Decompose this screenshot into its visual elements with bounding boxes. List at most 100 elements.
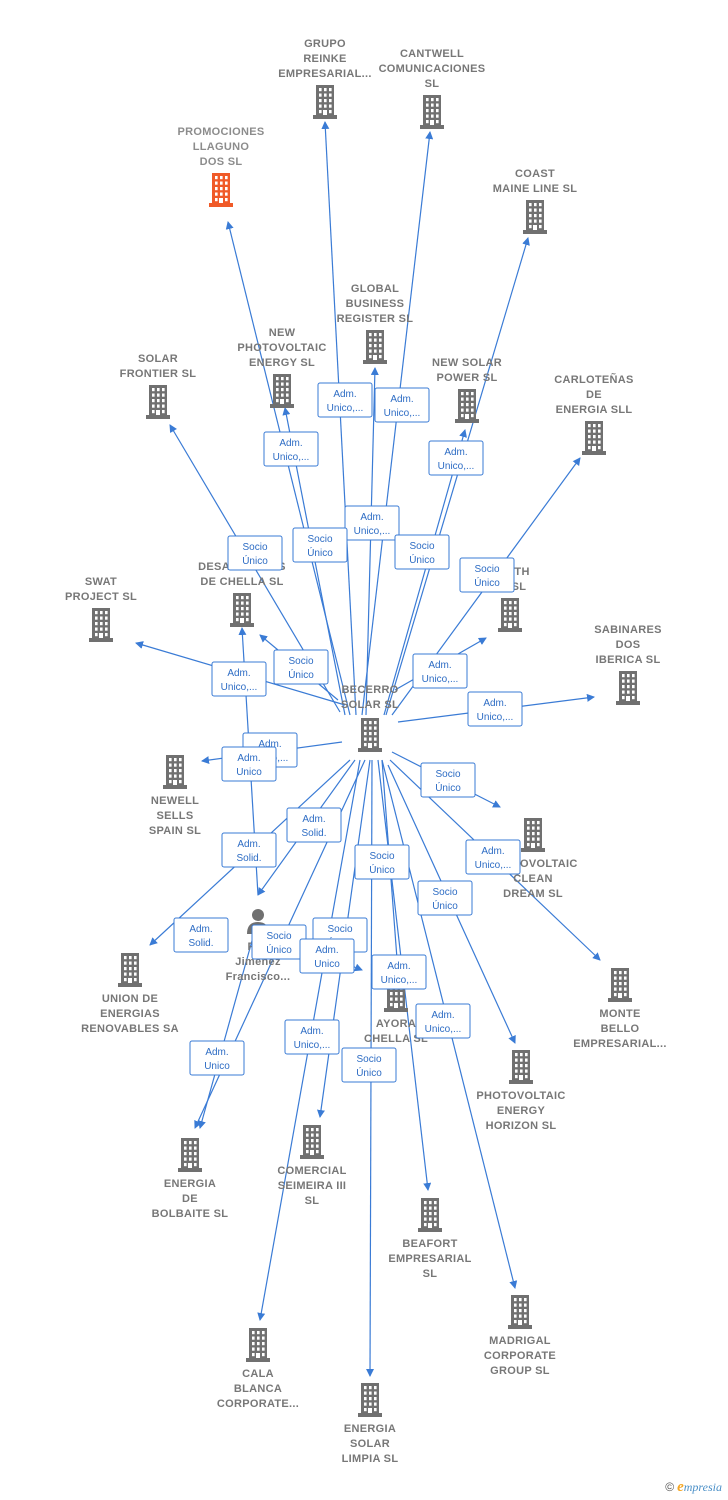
edge-role-text: Único bbox=[266, 943, 292, 956]
edge-role-text: Unico,... bbox=[425, 1024, 462, 1035]
building-icon bbox=[582, 421, 606, 455]
node-label-line: ENERGY bbox=[497, 1105, 546, 1117]
edge-role-label[interactable]: Adm.Unico,... bbox=[263, 431, 319, 467]
edge-role-text: Unico,... bbox=[221, 682, 258, 693]
edge-role-text: Solid. bbox=[236, 853, 261, 864]
node-label-line: SOLAR bbox=[350, 1438, 390, 1450]
edge-role-box bbox=[394, 534, 450, 570]
empresia-watermark[interactable]: ©empresia bbox=[665, 1479, 722, 1496]
edge-role-label[interactable]: Adm.Unico,... bbox=[344, 505, 400, 541]
building-icon bbox=[313, 85, 337, 119]
node-desarrollos-chella[interactable]: DESARROLLOSDE CHELLA SL bbox=[198, 561, 286, 627]
edge-role-label[interactable]: Adm.Unico,... bbox=[415, 1003, 471, 1039]
node-label-line: GLOBAL bbox=[351, 283, 399, 295]
node-label-line: PHOTOVOLTAIC bbox=[237, 342, 326, 354]
edge-role-label[interactable]: Adm.Unico,... bbox=[284, 1019, 340, 1055]
node-label-line: NEWELL bbox=[151, 795, 199, 807]
node-label-line: BOLBAITE SL bbox=[152, 1208, 229, 1220]
edge-role-label[interactable]: Adm.Unico bbox=[221, 746, 277, 782]
node-label-line: LIMPIA SL bbox=[342, 1453, 399, 1465]
node-label-line: SABINARES bbox=[594, 624, 662, 636]
node-monte-bello[interactable]: MONTEBELLOEMPRESARIAL... bbox=[573, 968, 666, 1050]
edge-role-text: Único bbox=[435, 781, 461, 794]
node-label-line: SELLS bbox=[157, 810, 194, 822]
node-label-line: MADRIGAL bbox=[489, 1335, 551, 1347]
edge-role-text: Adm. bbox=[237, 839, 260, 850]
node-label-line: BEAFORT bbox=[402, 1238, 457, 1250]
node-label-line: PROMOCIONES bbox=[177, 126, 264, 138]
edge-role-label[interactable]: Adm. Solid. bbox=[221, 832, 277, 868]
edge-role-label[interactable]: Adm.Solid. bbox=[173, 917, 229, 953]
building-icon bbox=[455, 389, 479, 423]
building-icon bbox=[498, 598, 522, 632]
node-label-line: DE bbox=[182, 1193, 198, 1205]
edge-role-label[interactable]: Adm.Unico,... bbox=[465, 839, 521, 875]
edge-role-label[interactable]: Adm.Unico,... bbox=[467, 691, 523, 727]
edge-role-label[interactable]: Adm.Solid. bbox=[286, 807, 342, 843]
edge-role-text: Único bbox=[409, 553, 435, 566]
edge-role-label[interactable]: Adm.Unico,... bbox=[374, 387, 430, 423]
edge-role-text: Unico bbox=[204, 1061, 230, 1072]
node-cala-blanca[interactable]: CALABLANCACORPORATE... bbox=[217, 1328, 299, 1410]
node-label-line: SL bbox=[425, 78, 440, 90]
edge-role-label[interactable]: Adm.Unico,... bbox=[317, 382, 373, 418]
edge-role-box bbox=[465, 839, 521, 875]
edge-role-box bbox=[263, 431, 319, 467]
edge-role-label[interactable]: Adm.Unico,... bbox=[428, 440, 484, 476]
edge-role-text: Unico,... bbox=[381, 975, 418, 986]
edge-role-box bbox=[412, 653, 468, 689]
building-icon bbox=[209, 173, 233, 207]
edge-role-box bbox=[211, 661, 267, 697]
edge-arrow bbox=[225, 221, 351, 716]
node-newell-sells[interactable]: NEWELL SELLS SPAIN SL bbox=[149, 755, 201, 837]
edge-role-box bbox=[459, 557, 515, 593]
building-icon bbox=[146, 385, 170, 419]
edge-role-label[interactable]: Adm.Unico,... bbox=[371, 954, 427, 990]
edge-role-label[interactable]: Adm.Unico,... bbox=[412, 653, 468, 689]
building-icon bbox=[300, 1125, 324, 1159]
node-label-line: SPAIN SL bbox=[149, 825, 201, 837]
edge-role-label[interactable]: Adm.Unico bbox=[189, 1040, 245, 1076]
edge-role-label[interactable]: Adm.Unico,... bbox=[211, 661, 267, 697]
edge-role-box bbox=[354, 844, 410, 880]
edge-role-box bbox=[292, 527, 348, 563]
edge-role-label[interactable]: Adm.Unico bbox=[299, 938, 355, 974]
edge-role-text: Unico,... bbox=[273, 452, 310, 463]
node-label-line: SOLAR bbox=[138, 353, 178, 365]
edge-role-box bbox=[286, 807, 342, 843]
edge-arrow bbox=[198, 929, 256, 1129]
building-icon bbox=[509, 1050, 533, 1084]
node-label-line: EMPRESARIAL... bbox=[278, 68, 371, 80]
node-grupo-reinke[interactable]: GRUPOREINKEEMPRESARIAL... bbox=[278, 38, 371, 119]
